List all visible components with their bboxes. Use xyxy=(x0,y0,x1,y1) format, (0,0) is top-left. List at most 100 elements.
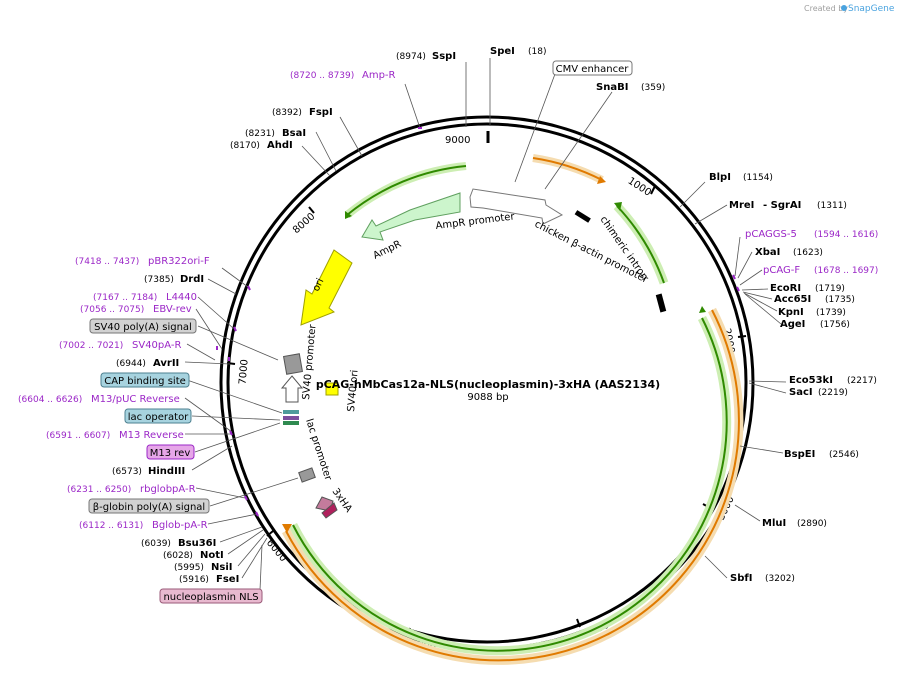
fsei-pos: (5916) xyxy=(179,575,209,585)
mlui-name: MluI xyxy=(762,518,786,529)
ahdi-name: AhdI xyxy=(267,140,293,151)
bsai-name: BsaI xyxy=(282,128,306,139)
inner-features xyxy=(280,188,667,519)
ampr-outer-arrowhead xyxy=(345,211,352,219)
credit-prefix: Created by xyxy=(804,4,848,13)
pbr322orif-range: (7418 .. 7437) xyxy=(75,257,139,267)
tick-label-6000: 6000 xyxy=(264,538,289,565)
cas12a-arc xyxy=(285,309,740,662)
globin-polya-label: β-globin poly(A) signal xyxy=(93,502,205,513)
acc65i-name: Acc65I xyxy=(774,294,811,305)
eco53ki-name: Eco53kI xyxy=(789,375,833,386)
boxed-labels: CMV enhancer SV40 poly(A) signal CAP bin… xyxy=(88,60,633,604)
drdi-name: DrdI xyxy=(180,274,204,285)
amp-promoter-shape xyxy=(469,188,564,225)
nls-label: nucleoplasmin NLS xyxy=(163,592,258,603)
rbglobpar-name: rbglobpA-R xyxy=(140,484,196,495)
fsei-name: FseI xyxy=(216,574,239,585)
cas12a-arrowhead xyxy=(282,524,292,533)
tick-6000 xyxy=(266,530,274,537)
sgrai-name: - SgrAI xyxy=(763,200,801,211)
cmv-arc-halo xyxy=(532,154,604,184)
sv40-ori-label: SV40 ori xyxy=(346,369,361,412)
pcaggs5-name: pCAGGS-5 xyxy=(745,229,797,240)
sv40-polya-box xyxy=(282,353,304,375)
bglobpar-name: Bglob-pA-R xyxy=(152,520,208,531)
inner-feature-labels: AmpR promoter chicken β-actin promoter c… xyxy=(301,211,650,514)
ebvrev-range: (7056 .. 7075) xyxy=(80,305,144,315)
cas12a-inner-arrowhead xyxy=(699,306,706,313)
three-ha-shape xyxy=(321,502,338,519)
xbai-pos: (1623) xyxy=(793,248,823,258)
hindiii-pos: (6573) xyxy=(112,467,142,477)
sbfi-pos: (3202) xyxy=(765,574,795,584)
ahdi-pos: (8170) xyxy=(230,141,260,151)
snabi-name: SnaBI xyxy=(596,82,628,93)
tick-4000 xyxy=(576,618,581,628)
tick-2000 xyxy=(737,335,747,338)
nsii-name: NsiI xyxy=(211,562,232,573)
cmv-enhancer-box xyxy=(552,60,633,76)
lac-operator-bar xyxy=(283,416,299,420)
pbr322orif-name: pBR322ori-F xyxy=(148,256,210,267)
primer-marks xyxy=(216,127,740,517)
snapgene-logo-text: SnapGene xyxy=(848,4,895,14)
fspi-name: FspI xyxy=(309,107,333,118)
cap-site-bar xyxy=(283,410,299,414)
pcagf-name: pCAG-F xyxy=(763,265,800,276)
sbfi-name: SbfI xyxy=(730,573,752,584)
cmv-arrowhead xyxy=(597,176,606,184)
m13rev-primer-name: M13 Reverse xyxy=(119,430,184,441)
kpni-name: KpnI xyxy=(778,307,804,318)
cmv-enhancer-label: CMV enhancer xyxy=(556,64,630,75)
cmv-arc xyxy=(532,157,603,181)
intron-end-bar xyxy=(655,293,667,313)
globin-polya-label-box xyxy=(88,498,210,514)
hindiii-name: HindIII xyxy=(148,466,185,477)
saci-pos: (2219) xyxy=(818,388,848,398)
tick-label-7000: 7000 xyxy=(237,359,250,385)
lac-operator-label-box xyxy=(124,408,192,424)
sv40-ori-box xyxy=(325,382,339,396)
plasmid-name: pCAG-hMbCas12a-NLS(nucleoplasmin)-3xHA (… xyxy=(316,378,660,391)
lac-operator-label: lac operator xyxy=(128,412,189,423)
rbglobpar-range: (6231 .. 6250) xyxy=(67,485,131,495)
nsii-pos: (5995) xyxy=(174,563,204,573)
agei-name: AgeI xyxy=(780,319,805,330)
tick-7000 xyxy=(226,362,236,365)
krei-name: MreI xyxy=(729,200,754,211)
ecori-name: EcoRI xyxy=(770,283,801,294)
sv40par-range: (7002 .. 7021) xyxy=(59,341,123,351)
m13-rev-label: M13 rev xyxy=(150,448,191,459)
m13-rev-bar xyxy=(283,421,299,425)
saci-name: SacI xyxy=(789,387,813,398)
ebvrev-name: EBV-rev xyxy=(153,304,192,315)
ampr-label: AmpR xyxy=(371,239,403,262)
bspei-pos: (2546) xyxy=(829,450,859,460)
bspei-name: BspEI xyxy=(784,449,815,460)
ampr-shape xyxy=(361,192,461,241)
bsu36i-pos: (6039) xyxy=(141,539,171,549)
feature-arcs xyxy=(282,154,744,665)
ori-label: ori xyxy=(311,277,327,294)
blpi-name: BlpI xyxy=(709,172,731,183)
m13puc-range: (6604 .. 6626) xyxy=(18,395,82,405)
tick-label-9000: 9000 xyxy=(445,135,470,146)
sspi-name: SspI xyxy=(432,51,456,62)
xbai-name: XbaI xyxy=(755,247,780,258)
sv40-polya-label-box xyxy=(89,318,197,334)
sv40-polya-label: SV40 poly(A) signal xyxy=(94,322,192,333)
blpi-pos: (1154) xyxy=(743,173,773,183)
site-labels-left: (7418 .. 7437) pBR322ori-F (7385) DrdI (… xyxy=(18,256,239,585)
intron-arc xyxy=(616,205,665,284)
globin-polya-box xyxy=(298,467,316,483)
tick-1000 xyxy=(650,185,656,195)
noti-name: NotI xyxy=(200,550,224,561)
krei-pos: (1311) xyxy=(817,201,847,211)
sv40-promoter-arrow xyxy=(280,375,304,403)
ori-shape xyxy=(300,249,353,326)
pcagf-range: (1678 .. 1697) xyxy=(814,266,878,276)
eco53ki-pos: (2217) xyxy=(847,376,877,386)
leader-lines xyxy=(184,58,787,591)
